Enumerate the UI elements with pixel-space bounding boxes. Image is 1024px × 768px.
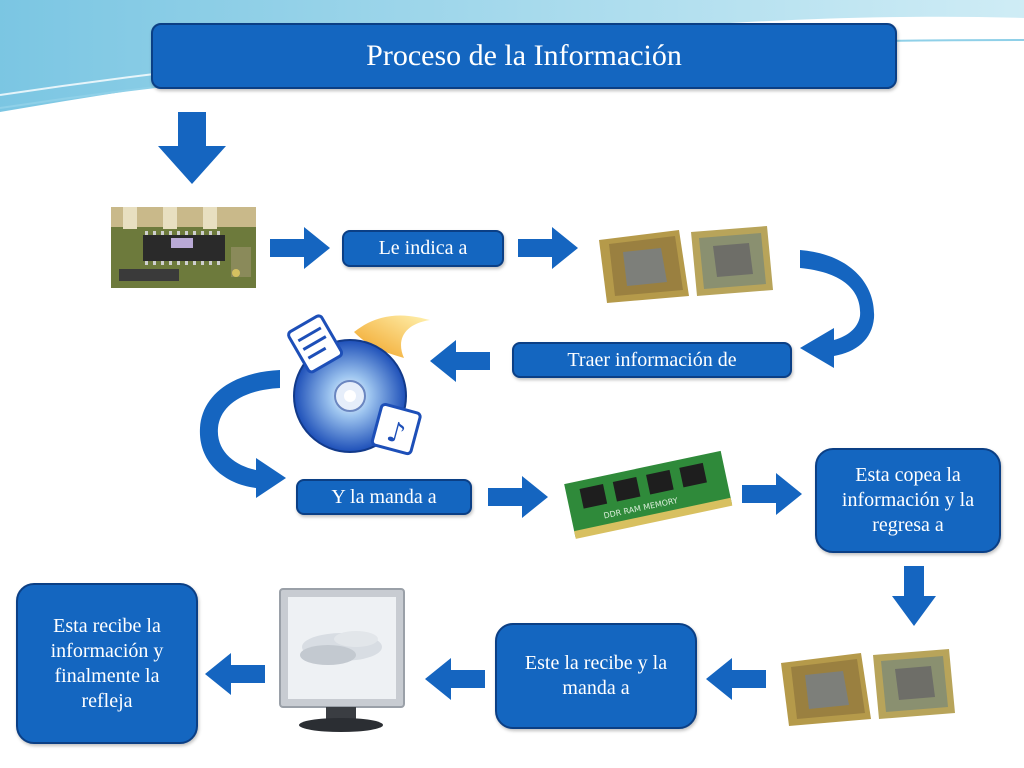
curved-arrow-icon	[800, 250, 875, 368]
arrow-left-icon	[425, 658, 485, 700]
arrow-down-icon	[892, 566, 936, 626]
arrow-right-icon	[742, 473, 802, 515]
label-le-indica: Le indica a	[342, 230, 504, 267]
arrow-right-icon	[270, 227, 330, 269]
processor-image	[777, 647, 960, 727]
arrow-left-icon	[205, 653, 265, 695]
arrow-right-icon	[488, 476, 548, 518]
ram-module-image: DDR RAM MEMORY	[559, 423, 735, 555]
diagram-title: Proceso de la Información	[151, 23, 897, 89]
label-esta-copea: Esta copea la información y la regresa a	[815, 448, 1001, 553]
monitor-image	[270, 583, 412, 737]
disc-icon: ♪	[287, 314, 430, 456]
arrow-left-icon	[706, 658, 766, 700]
label-este-la-recibe: Este la recibe y la manda a	[495, 623, 697, 729]
label-y-la-manda: Y la manda a	[296, 479, 472, 515]
label-esta-recibe: Esta recibe la información y finalmente …	[16, 583, 198, 744]
curved-arrow-icon	[199, 370, 286, 498]
arrow-left-icon	[430, 340, 490, 382]
processor-image	[595, 224, 778, 303]
label-traer-informacion: Traer información de	[512, 342, 792, 378]
arrow-right-icon	[518, 227, 578, 269]
arrow-down-icon	[158, 112, 226, 184]
bios-chip-image	[111, 207, 256, 288]
